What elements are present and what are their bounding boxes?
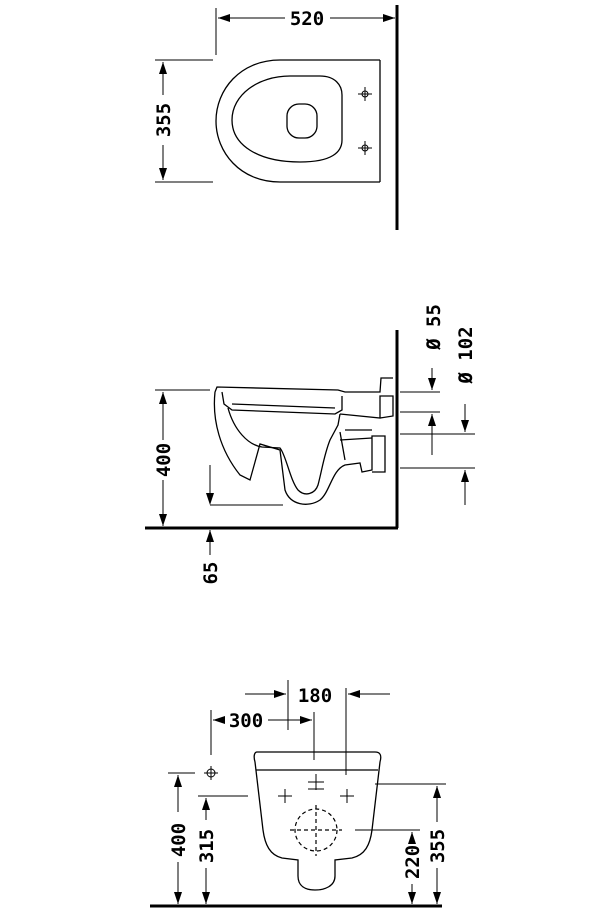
arrow-head xyxy=(202,892,210,904)
arrow-head xyxy=(428,414,436,426)
dim-spacing-b-label: 300 xyxy=(229,710,263,732)
arrow-head xyxy=(218,14,230,22)
arrow-head xyxy=(174,775,182,787)
arrow-head xyxy=(461,420,469,432)
bowl-outer-profile xyxy=(213,391,386,505)
dim-pipe-small-label: Ø 55 xyxy=(423,304,445,351)
dim-height-low-label: 220 xyxy=(402,845,424,879)
dim-width-label: 520 xyxy=(290,8,324,30)
arrow-head xyxy=(202,798,210,810)
bowl-inner-profile xyxy=(227,407,341,495)
mounting-mark-lower xyxy=(358,141,372,155)
dim-height-right-label: 355 xyxy=(427,829,449,863)
dim-height-label: 400 xyxy=(153,443,175,477)
arrow-head xyxy=(213,716,225,724)
arrow-head xyxy=(383,14,395,22)
arrow-head xyxy=(159,514,167,526)
bowl-outline-top xyxy=(215,59,380,183)
dim-pipe-large-label: Ø 102 xyxy=(455,326,477,384)
arrow-head xyxy=(433,786,441,798)
arrow-head xyxy=(159,62,167,74)
dim-spacing-a-label: 180 xyxy=(298,685,332,707)
side-view: 65 400 Ø 55 Ø 102 xyxy=(145,304,477,584)
arrow-head xyxy=(461,470,469,482)
dim-height-total-label: 400 xyxy=(168,823,190,857)
mounting-mark-upper xyxy=(358,87,372,101)
mounting-mark-outer xyxy=(204,766,218,780)
bowl-inner-top xyxy=(231,75,343,163)
rim-top xyxy=(214,377,393,393)
arrow-head xyxy=(408,892,416,904)
drain-opening xyxy=(286,103,318,139)
dim-height-mid-label: 315 xyxy=(196,829,218,863)
arrow-head xyxy=(300,716,312,724)
waste-outlet xyxy=(339,395,394,461)
front-view: 180 300 400 315 220 355 xyxy=(150,680,449,908)
arrow-head xyxy=(206,530,214,542)
dim-depth-label: 355 xyxy=(153,103,175,137)
arrow-head xyxy=(274,690,286,698)
outlet-inner xyxy=(339,437,373,441)
dim-floor-offset-label: 65 xyxy=(200,562,222,585)
mounting-mark-right xyxy=(340,789,354,803)
arrow-head xyxy=(408,832,416,844)
arrow-head xyxy=(159,168,167,180)
seat-edge xyxy=(231,403,336,409)
top-view: 520 355 xyxy=(153,5,399,230)
mounting-mark-top xyxy=(308,774,324,790)
arrow-head xyxy=(428,378,436,390)
arrow-head xyxy=(206,493,214,505)
arrow-head xyxy=(348,690,360,698)
arrow-head xyxy=(159,392,167,404)
arrow-head xyxy=(174,892,182,904)
seat xyxy=(221,391,343,415)
mounting-mark-left xyxy=(278,789,292,803)
arrow-head xyxy=(433,892,441,904)
bowl-front-outline xyxy=(253,751,382,891)
